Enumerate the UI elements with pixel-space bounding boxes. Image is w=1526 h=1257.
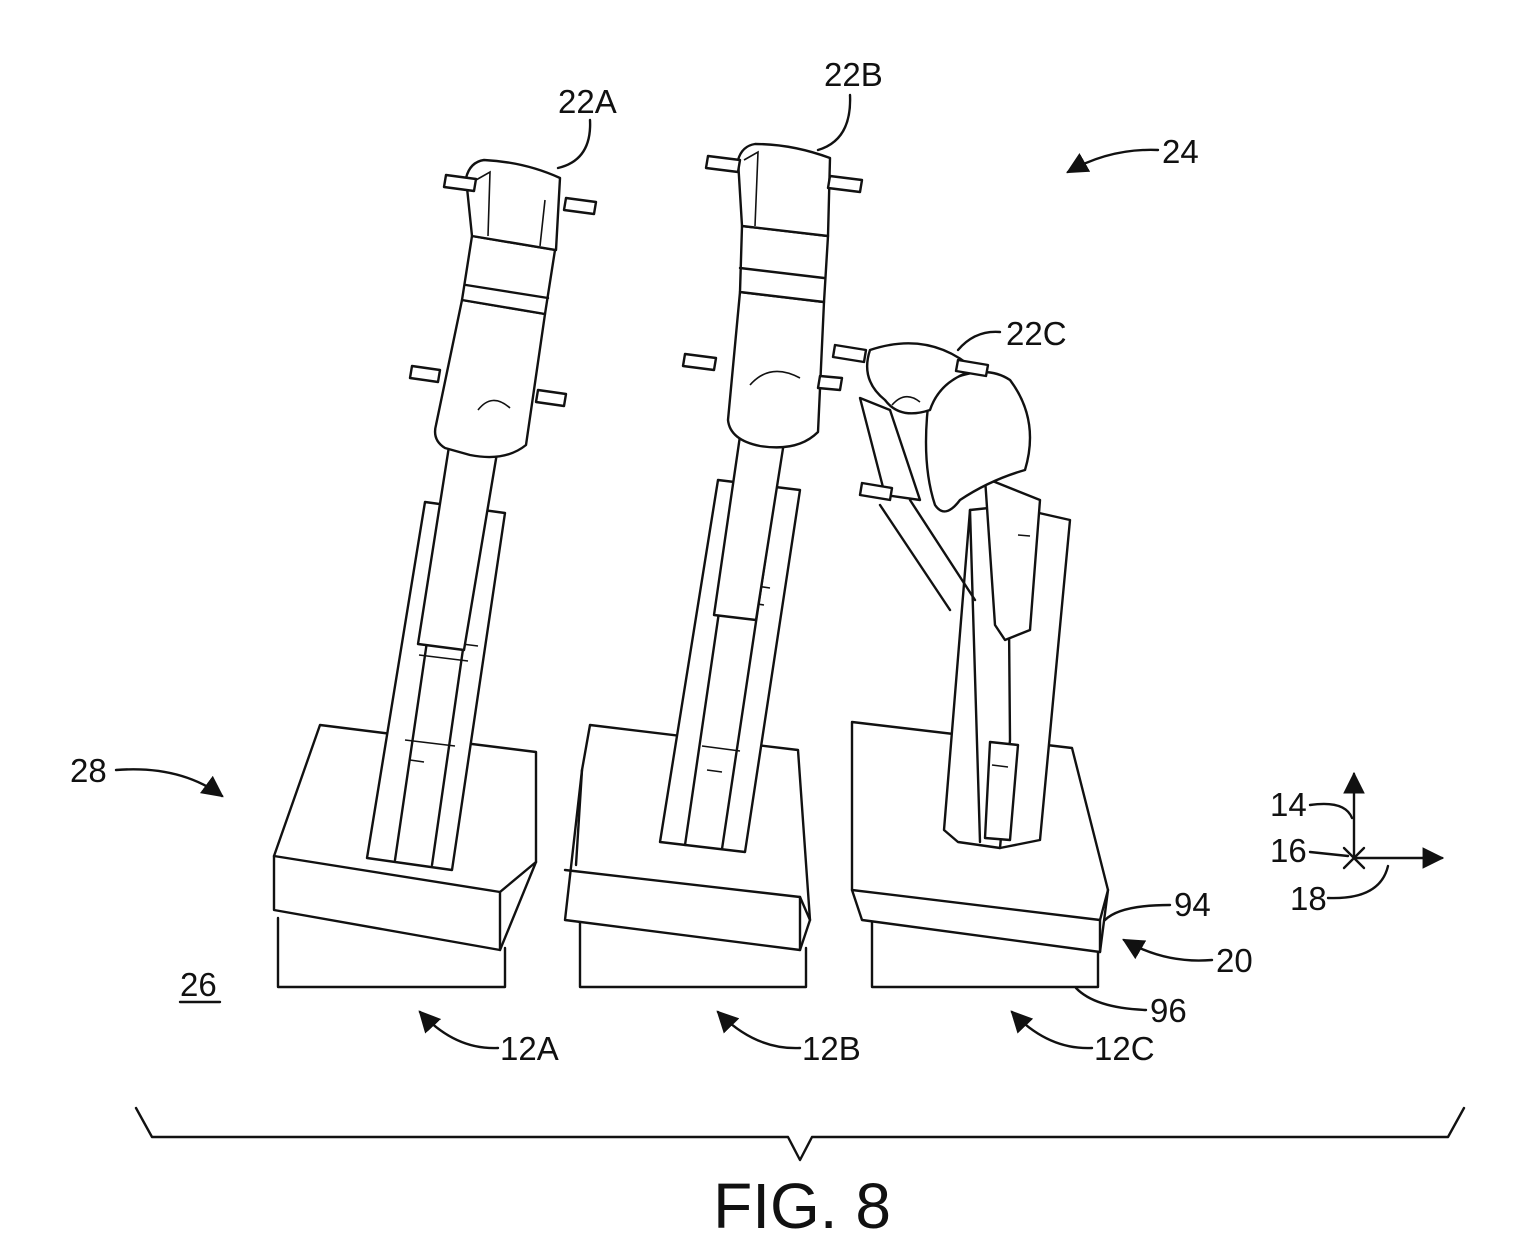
label-22a: 22A	[558, 83, 617, 120]
figure-title: FIG. 8	[713, 1170, 891, 1242]
label-14: 14	[1270, 786, 1307, 823]
label-12c: 12C	[1094, 1030, 1155, 1067]
label-22b: 22B	[824, 56, 883, 93]
arrow-12a	[418, 1010, 500, 1050]
group-brace	[134, 1106, 1466, 1162]
leader-22c	[956, 330, 1002, 352]
label-18: 18	[1290, 880, 1327, 917]
label-94: 94	[1174, 886, 1211, 923]
leader-96	[1074, 986, 1148, 1012]
leader-22b	[816, 93, 852, 152]
label-96: 96	[1150, 992, 1187, 1029]
label-26: 26	[180, 966, 217, 1003]
label-12a: 12A	[500, 1030, 559, 1067]
label-22c: 22C	[1006, 315, 1067, 352]
leader-lines	[114, 93, 1214, 1050]
label-28: 28	[70, 752, 107, 789]
leader-22a	[556, 118, 592, 170]
axis-symbol	[1308, 771, 1445, 900]
label-16: 16	[1270, 832, 1307, 869]
label-12b: 12B	[802, 1030, 861, 1067]
label-20: 20	[1216, 942, 1253, 979]
arrow-24	[1066, 148, 1160, 174]
arrow-28	[114, 768, 224, 798]
label-24: 24	[1162, 133, 1199, 170]
leader-94	[1103, 903, 1172, 922]
arrow-12c	[1010, 1010, 1094, 1050]
robot-12a	[272, 158, 598, 989]
arrow-12b	[716, 1010, 802, 1050]
robot-12b	[563, 142, 864, 989]
robot-12c	[831, 342, 1110, 989]
arrow-20	[1122, 938, 1214, 962]
